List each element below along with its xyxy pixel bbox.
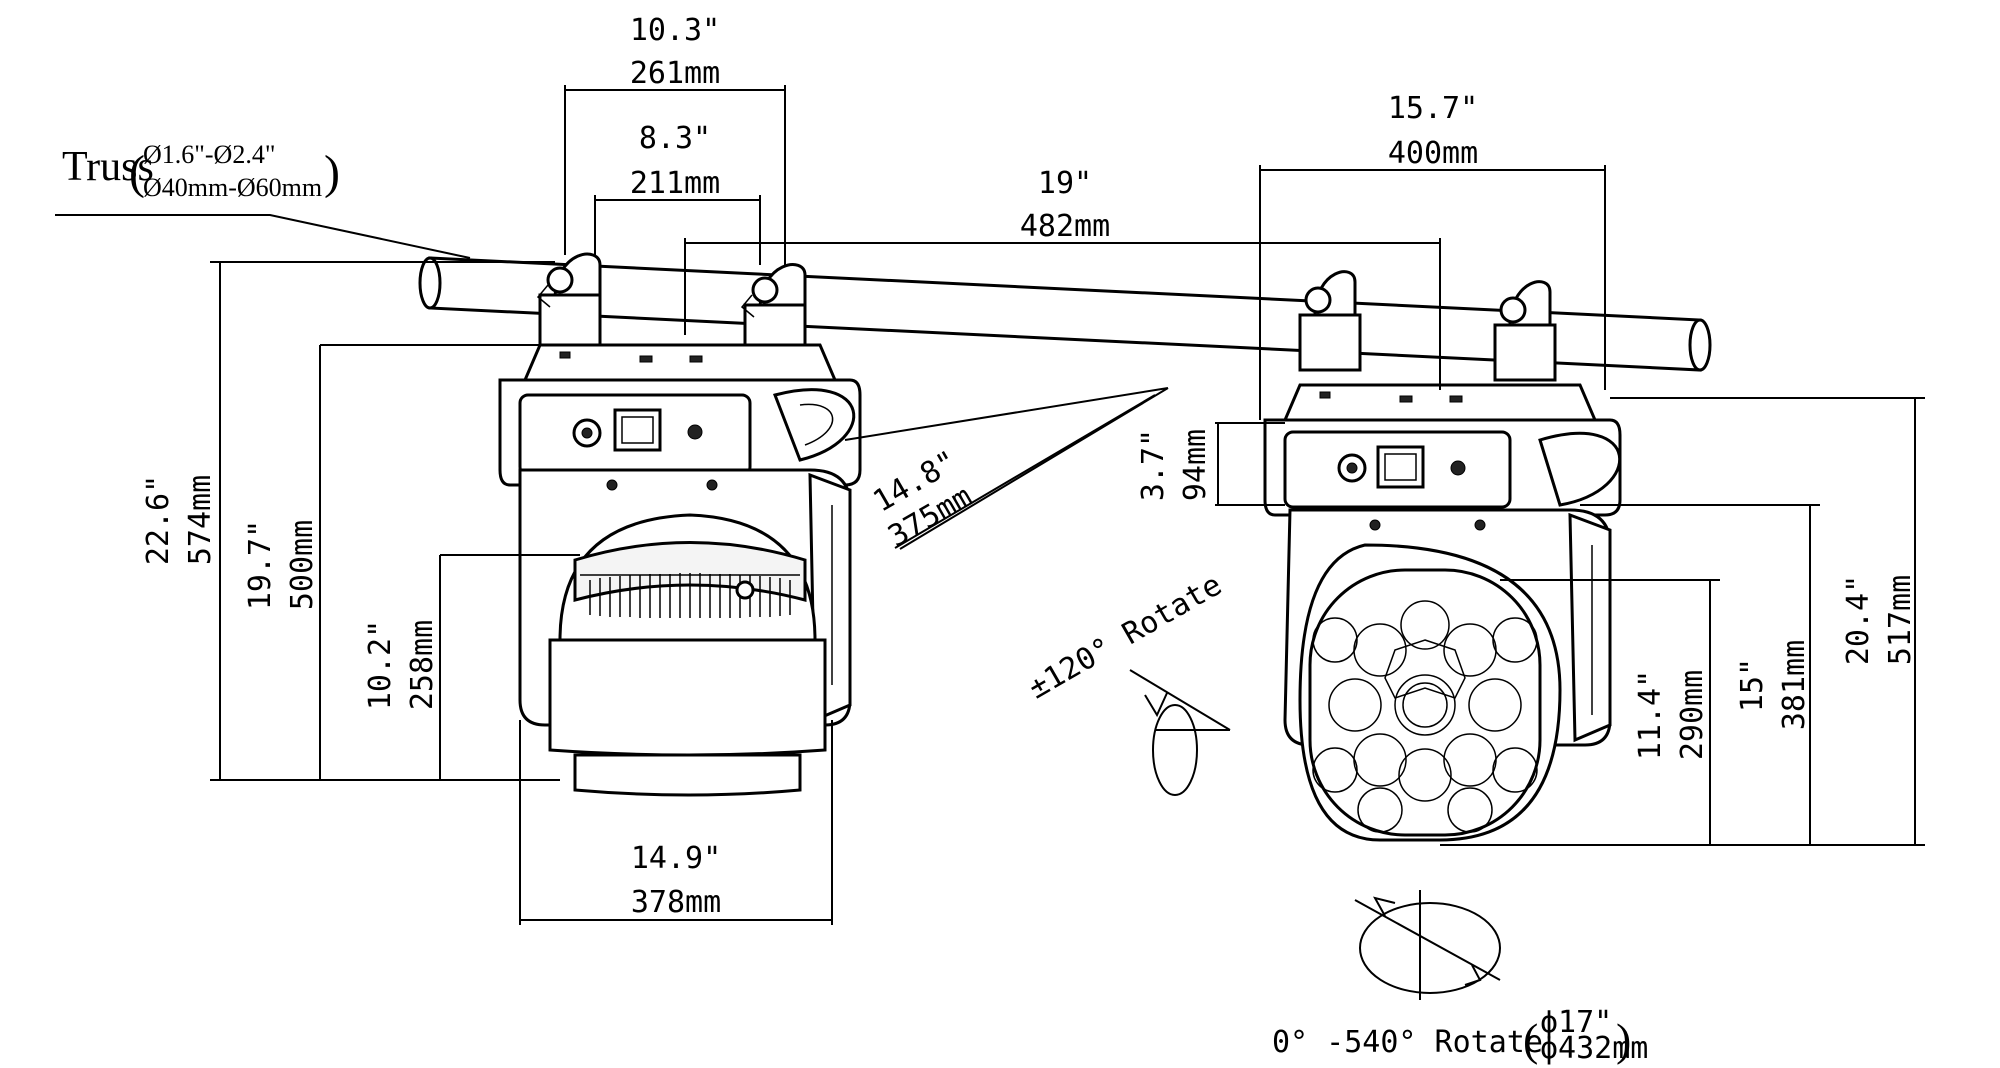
dim-body-height-in: 19.7" — [243, 520, 278, 610]
right-control-panel — [1263, 418, 1622, 517]
dim-head-height-mm: 258mm — [405, 620, 440, 710]
pan-diameter-in: ϕ17" — [1540, 1005, 1612, 1040]
pan-diameter-mm: ϕ432mm — [1540, 1031, 1648, 1066]
dim-base-width-in: 14.9" — [631, 841, 721, 876]
lens-array — [1312, 600, 1538, 833]
left-head — [548, 513, 827, 797]
dim-right-height-in: 20.4" — [1841, 575, 1876, 665]
dim-clamp-outer-in: 10.3" — [630, 13, 720, 48]
dim-center-span-in: 19" — [1038, 166, 1092, 201]
tilt-rotate-label: ±120° Rotate — [1023, 567, 1228, 706]
dim-base-width-mm: 378mm — [631, 885, 721, 920]
left-fixture — [498, 252, 862, 797]
dim-right-width-mm: 400mm — [1388, 136, 1478, 171]
pan-brace-open: ( — [1523, 1014, 1538, 1065]
truss-brace-close: ) — [324, 146, 340, 199]
pan-brace-close: ) — [1616, 1014, 1631, 1065]
dim-arm-height-mm: 381mm — [1777, 640, 1812, 730]
right-fixture — [1263, 270, 1622, 842]
dim-clamp-outer-mm: 261mm — [630, 56, 720, 91]
right-clamp-2 — [1493, 280, 1557, 382]
right-clamp-1 — [1298, 270, 1362, 372]
dim-lens-height-mm: 290mm — [1675, 670, 1710, 760]
dim-lens-height-in: 11.4" — [1633, 670, 1668, 760]
truss-pipe — [418, 256, 1712, 372]
dim-total-height-in: 22.6" — [141, 475, 176, 565]
dim-total-height-mm: 574mm — [183, 475, 218, 565]
dim-head-height-in: 10.2" — [363, 620, 398, 710]
pan-rotate-symbol — [1354, 890, 1501, 1000]
dim-clamp-inner-mm: 211mm — [630, 166, 720, 201]
dim-right-width-in: 15.7" — [1388, 91, 1478, 126]
left-control-panel — [498, 378, 862, 487]
pan-rotate-label: 0° -540° Rotate — [1272, 1025, 1543, 1060]
dim-right-height-mm: 517mm — [1883, 575, 1918, 665]
dim-arm-height-in: 15" — [1735, 658, 1770, 712]
truss-label: Truss — [62, 144, 154, 190]
truss-mm-range: Ø40mm-Ø60mm — [143, 173, 322, 202]
dim-yoke-offset-in: 3.7" — [1136, 429, 1171, 501]
dim-clamp-inner-in: 8.3" — [639, 121, 711, 156]
right-head — [1298, 543, 1562, 842]
dim-center-span-mm: 482mm — [1020, 209, 1110, 244]
dimension-lines — [55, 85, 1925, 925]
truss-brace-open: ( — [129, 146, 145, 199]
tilt-rotate-symbol — [1129, 669, 1231, 796]
truss-inch-range: Ø1.6"-Ø2.4" — [143, 140, 275, 169]
dim-yoke-offset-mm: 94mm — [1178, 429, 1213, 501]
dim-body-height-mm: 500mm — [285, 520, 320, 610]
